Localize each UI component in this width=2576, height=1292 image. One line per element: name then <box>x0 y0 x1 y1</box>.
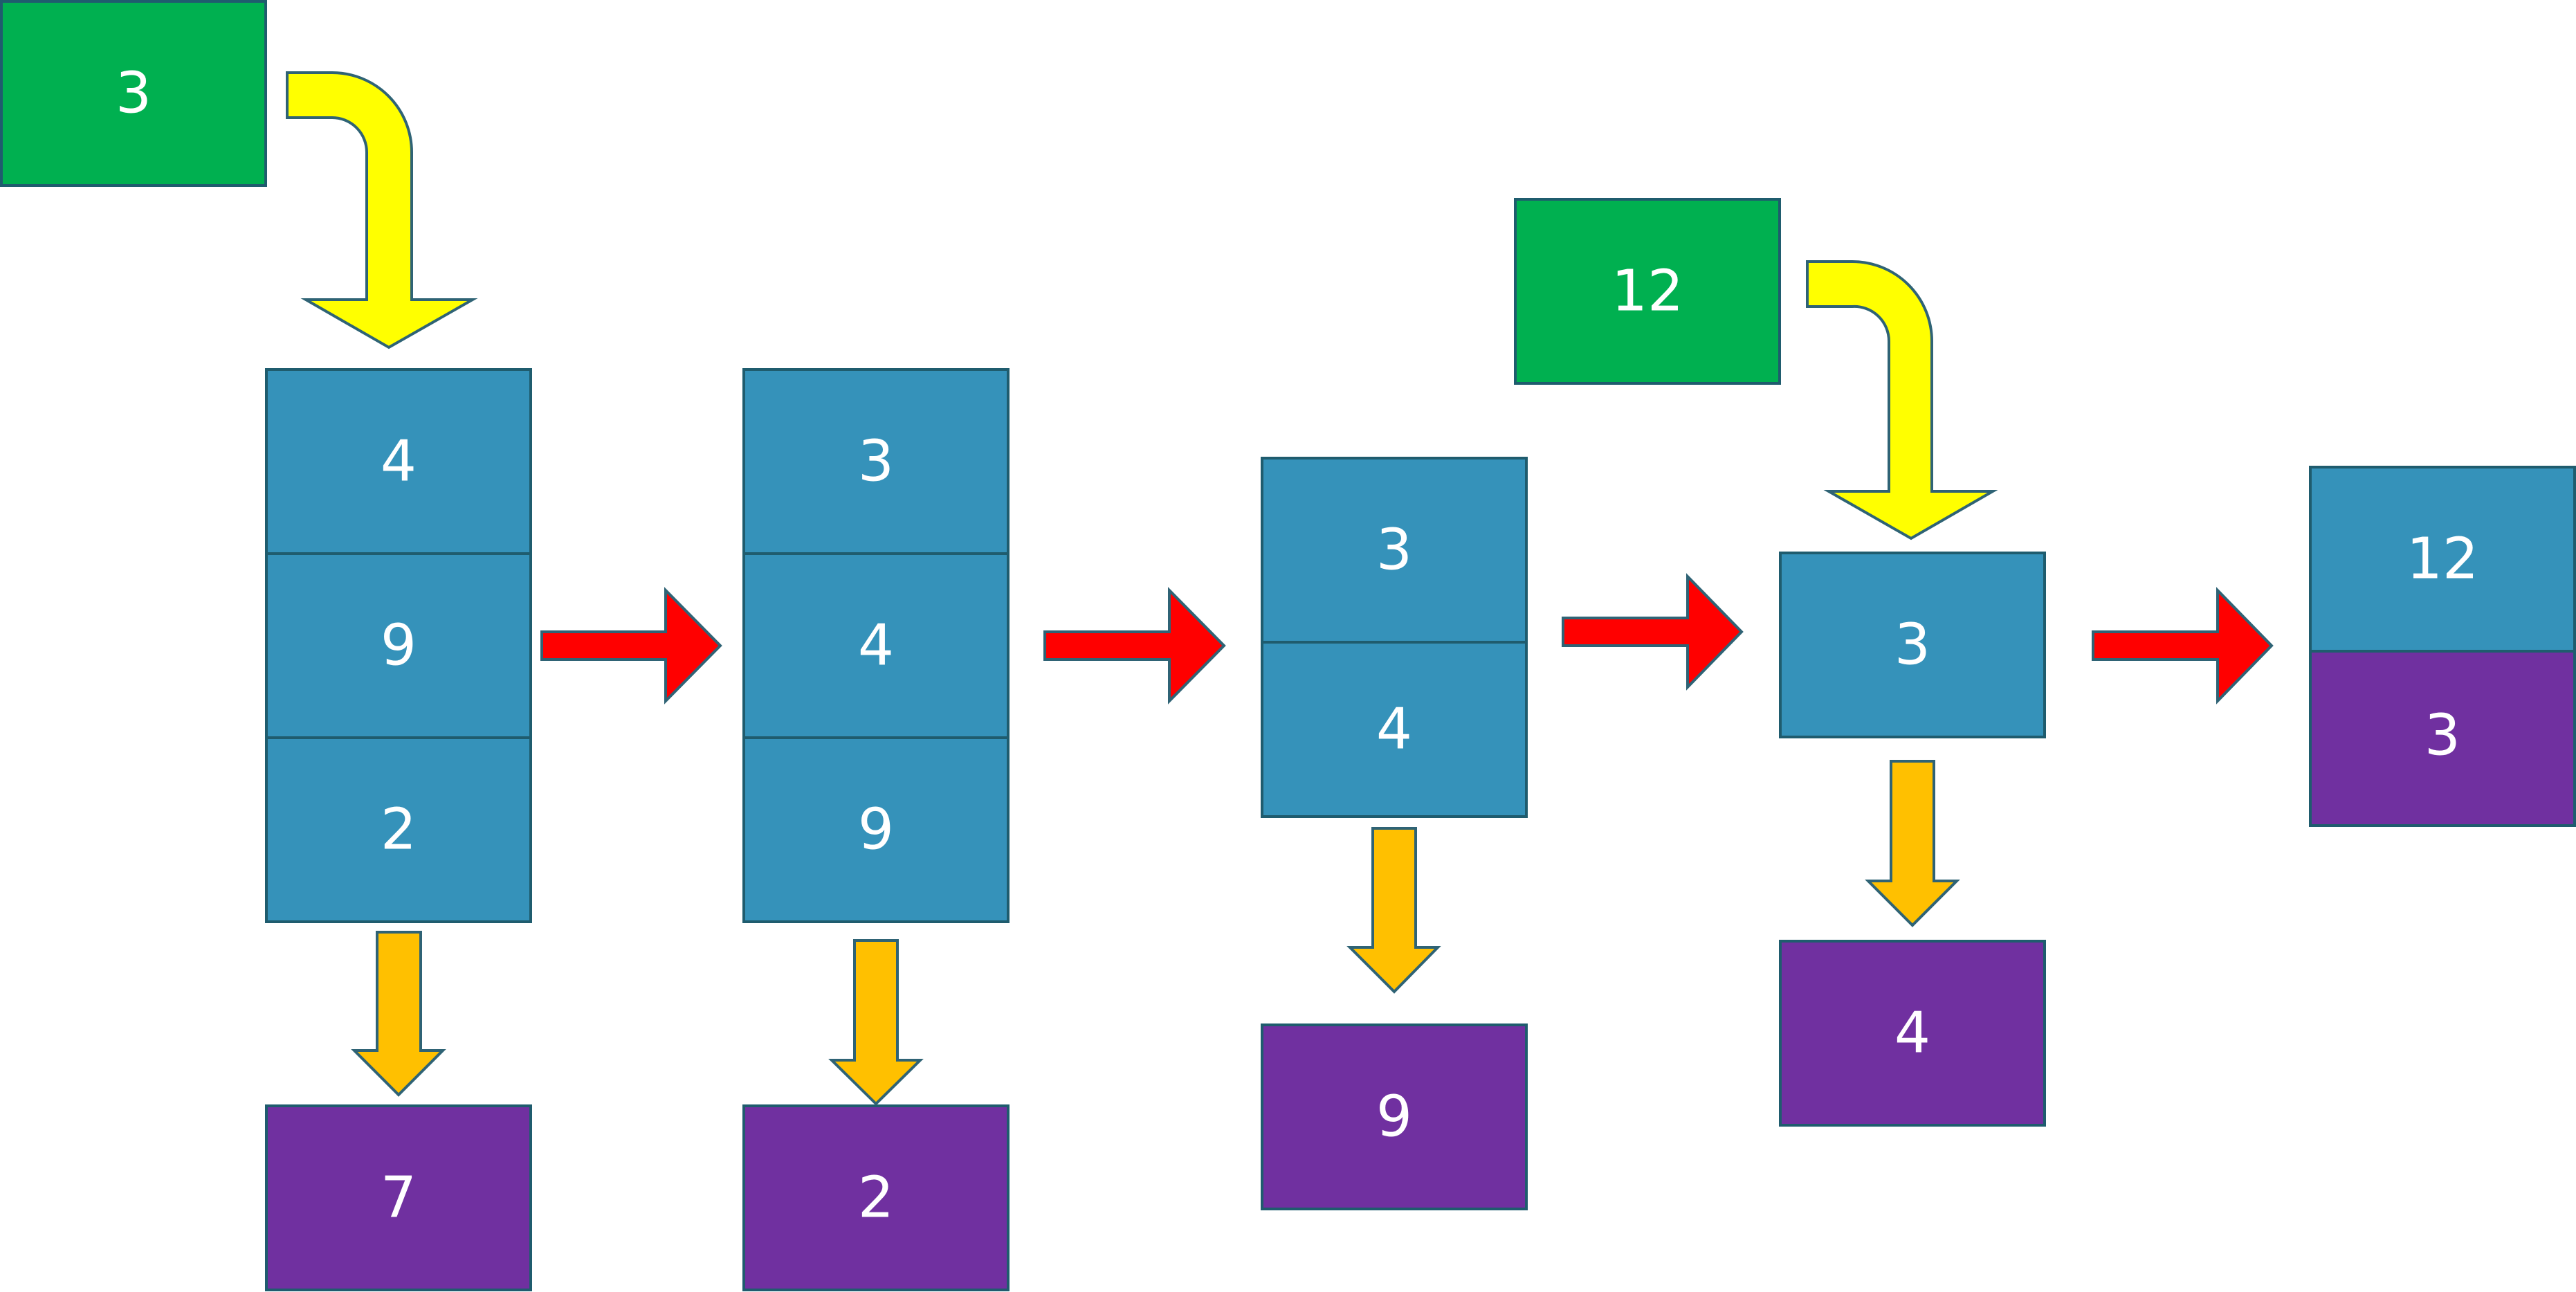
queue-cell-bg <box>2309 650 2576 827</box>
input-box-label: 12 <box>1611 259 1683 325</box>
queue-cell: 3 <box>742 368 1010 555</box>
queue-stack: 3 4 <box>1261 457 1528 818</box>
queue-cell-label: 3 <box>1376 518 1412 583</box>
queue-cell-label: 4 <box>1376 697 1412 763</box>
remove-arrow-icon <box>1865 760 1960 927</box>
queue-cell-label: 9 <box>858 797 894 863</box>
output-box-bg <box>1779 940 2046 1127</box>
queue-stack: 3 <box>1779 552 2046 738</box>
queue-cell-label: 3 <box>1894 612 1930 678</box>
input-box-bg <box>0 0 267 187</box>
output-box-label: 7 <box>381 1165 417 1231</box>
step-arrow-right-icon <box>1043 587 1226 704</box>
queue-cell-label: 3 <box>2424 703 2460 769</box>
remove-arrow-icon <box>1346 827 1441 994</box>
remove-arrow-icon <box>351 931 446 1097</box>
queue-cell-bg <box>742 368 1010 555</box>
queue-cell-bg <box>742 736 1010 923</box>
queue-cell: 4 <box>265 368 532 555</box>
queue-cell-bg <box>265 368 532 555</box>
input-box-bg <box>1514 198 1781 385</box>
queue-cell: 9 <box>265 552 532 739</box>
output-box-label: 2 <box>858 1165 894 1231</box>
queue-cell: 3 <box>1779 552 2046 738</box>
queue-stack: 4 9 2 <box>265 368 532 923</box>
queue-cell-bg <box>265 552 532 739</box>
output-box-bg <box>1261 1023 1528 1210</box>
queue-stack: 3 4 9 <box>742 368 1010 923</box>
queue-cell: 3 <box>1261 457 1528 644</box>
queue-cell-bg <box>2309 466 2576 653</box>
queue-cell: 4 <box>742 552 1010 739</box>
queue-stack: 12 3 <box>2309 466 2576 827</box>
input-box: 12 <box>1514 198 1781 385</box>
queue-cell-label: 9 <box>381 613 417 679</box>
step-arrow-right-icon <box>1562 573 1744 691</box>
queue-cell: 12 <box>2309 466 2576 653</box>
output-box: 2 <box>742 1104 1010 1291</box>
queue-cell: 4 <box>1261 641 1528 818</box>
queue-cell: 3 <box>2309 650 2576 827</box>
queue-cell-label: 4 <box>858 613 894 679</box>
output-box: 9 <box>1261 1023 1528 1210</box>
output-box: 4 <box>1779 940 2046 1127</box>
queue-cell: 2 <box>265 736 532 923</box>
queue-cell: 9 <box>742 736 1010 923</box>
output-box-bg <box>265 1104 532 1291</box>
step-arrow-right-icon <box>540 587 722 704</box>
queue-cell-bg <box>1261 641 1528 818</box>
queue-cell-bg <box>1779 552 2046 738</box>
input-box: 3 <box>0 0 267 187</box>
remove-arrow-icon <box>828 939 924 1106</box>
output-box-label: 4 <box>1894 1001 1930 1066</box>
queue-cell-label: 12 <box>2406 527 2478 592</box>
insert-arrow-icon <box>286 71 478 349</box>
step-arrow-right-icon <box>2092 587 2274 704</box>
queue-cell-bg <box>265 736 532 923</box>
output-box-bg <box>742 1104 1010 1291</box>
queue-cell-label: 3 <box>858 429 894 495</box>
output-box: 7 <box>265 1104 532 1291</box>
queue-cell-label: 2 <box>381 797 417 863</box>
queue-cell-label: 4 <box>381 429 417 495</box>
input-box-label: 3 <box>116 61 152 127</box>
output-box-label: 9 <box>1376 1084 1412 1150</box>
insert-arrow-icon <box>1806 260 1998 540</box>
